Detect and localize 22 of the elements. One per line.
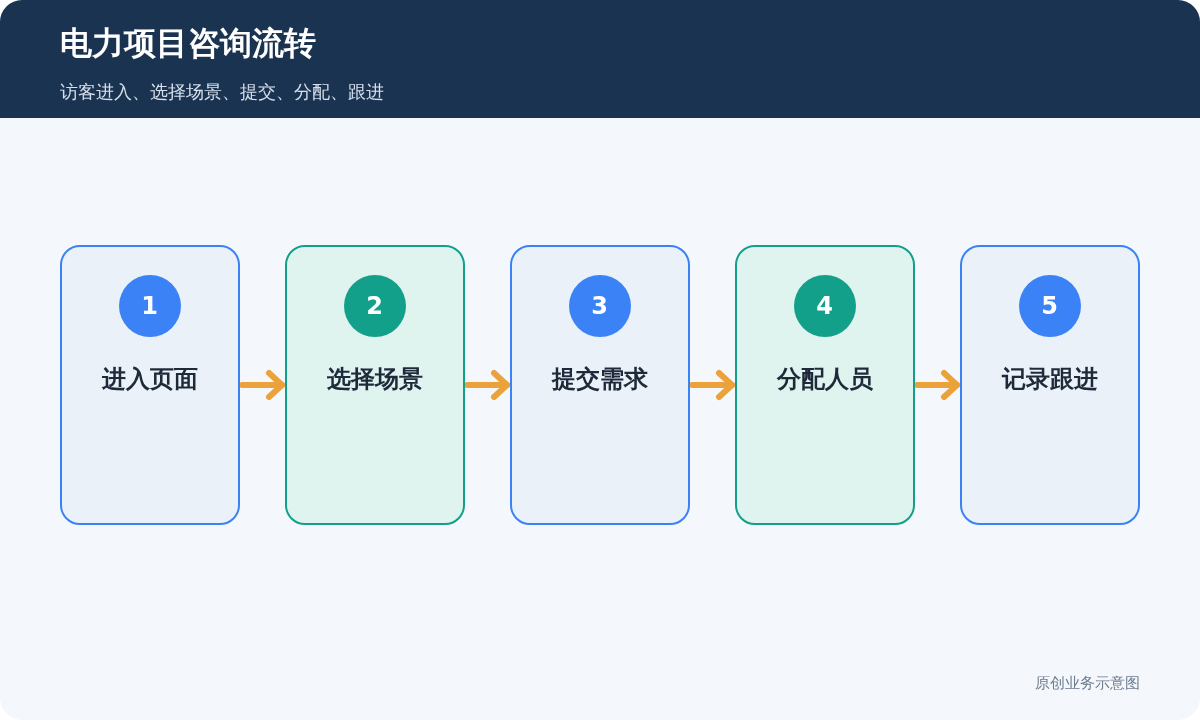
step-number-circle: 3	[568, 275, 631, 337]
arrow	[689, 370, 735, 400]
step-number-circle: 5	[1018, 275, 1081, 337]
step-title: 选择场景	[326, 364, 424, 395]
step-title: 提交需求	[550, 364, 649, 395]
step-card	[510, 245, 690, 525]
footnote: 原创业务示意图	[1035, 674, 1140, 693]
step-card	[60, 245, 240, 525]
step-title: 进入页面	[101, 364, 199, 395]
step-title: 分配人员	[775, 364, 874, 395]
step-number-circle: 2	[343, 275, 406, 337]
step-card	[960, 245, 1140, 525]
arrow	[464, 370, 510, 400]
step-card	[285, 245, 465, 525]
subtitle: 访客进入、选择场景、提交、分配、跟进	[60, 80, 384, 104]
step-title: 记录跟进	[1000, 364, 1099, 395]
arrow	[239, 370, 285, 400]
step-number-circle: 1	[118, 275, 181, 337]
step-number-circle: 4	[793, 275, 856, 337]
step-card	[735, 245, 915, 525]
arrow	[914, 370, 960, 400]
title: 电力项目咨询流转	[60, 23, 316, 64]
